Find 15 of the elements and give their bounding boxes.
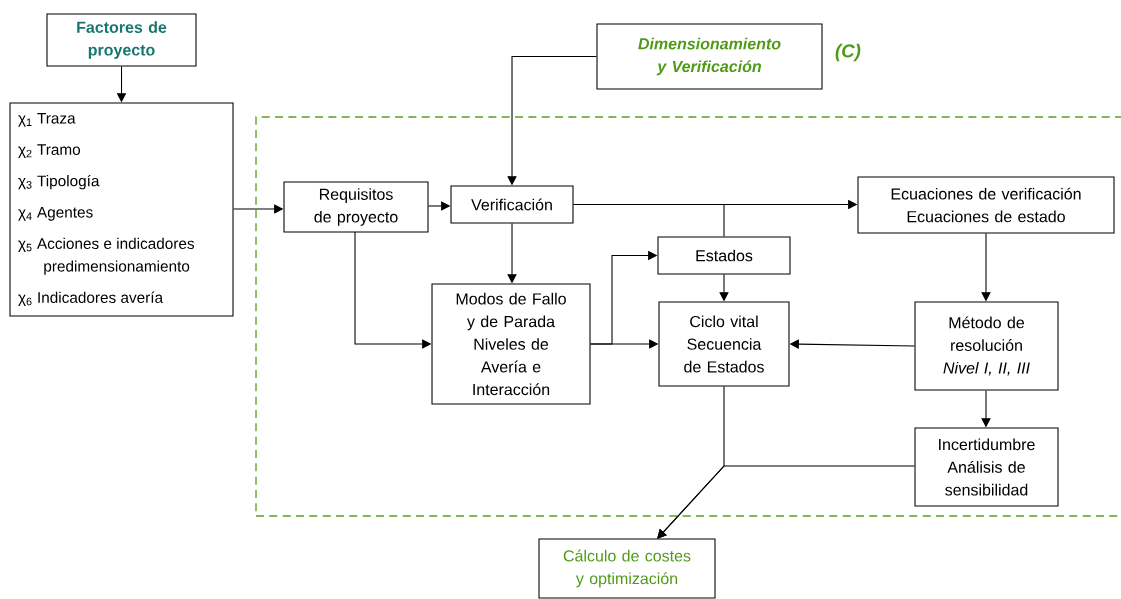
process-box: Cálculo de costes y optimización: [538, 538, 716, 599]
process-box: Ciclo vital Secuencia de Estados: [658, 301, 790, 387]
process-box: Verificación: [450, 185, 574, 224]
side-label: (C): [835, 43, 861, 62]
process-box: Método de resolución Nivel I, II, III: [914, 301, 1059, 391]
process-box: Modos de Fallo y de Parada Niveles de Avería e Interacción: [431, 283, 591, 405]
process-box: Factores de proyecto: [46, 13, 197, 67]
process-box: Requisitos de proyecto: [283, 181, 429, 233]
arrow: [657, 465, 915, 539]
process-box: Estados: [657, 236, 791, 275]
process-box: Incertidumbre Análisis de sensibilidad: [914, 427, 1059, 507]
process-box: Ecuaciones de verificación Ecuaciones de estado: [857, 176, 1115, 234]
dashed-boundary: [255, 116, 1121, 517]
factor-list-box: χ$_{1}$ Traza χ$_{2}$ Tramo χ$_{3}$ Tipología χ$_{4}$ Agentes χ$_{5}$ Acciones e indicadores predimensionamiento χ$_{6}$ Indicadores avería: [9, 102, 234, 317]
process-box: Dimensionamiento y Verificación: [596, 23, 823, 90]
